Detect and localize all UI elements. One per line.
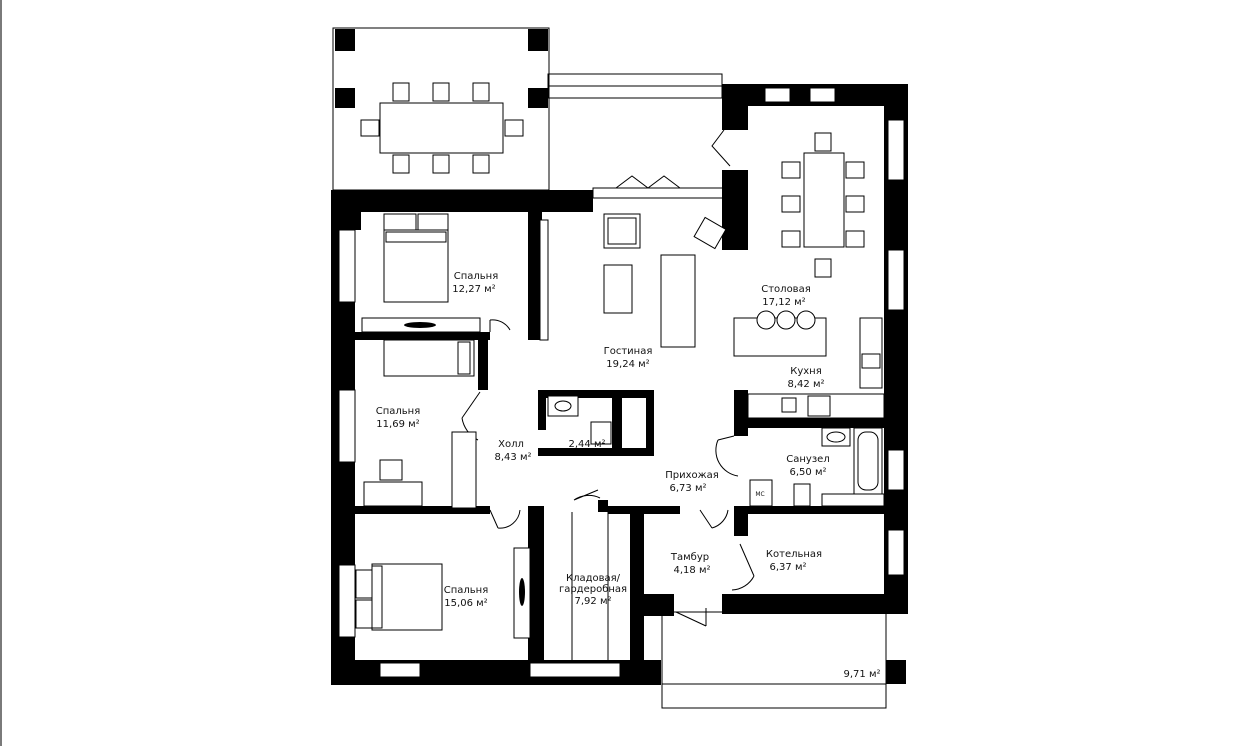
dining-table [803, 152, 845, 248]
room-name-entry: Прихожая [665, 470, 719, 481]
terrace [332, 27, 550, 191]
room-name-vestibule: Тамбур [670, 552, 709, 563]
porch [661, 611, 887, 709]
room-area-boiler: 6,37 м² [769, 562, 806, 573]
room-area-bedroom3: 15,06 м² [444, 598, 487, 609]
room-name-bedroom2: Спальня [376, 406, 421, 417]
room-name-boiler: Котельная [766, 549, 822, 560]
terrace-table [379, 102, 504, 154]
room-name-kitchen: Кухня [790, 366, 822, 377]
chair [379, 459, 403, 481]
room-area-living: 19,24 м² [606, 359, 649, 370]
exterior-walls [331, 84, 908, 685]
room-area-porch: 9,71 м² [843, 669, 880, 680]
room-name-bedroom1: Спальня [454, 271, 499, 282]
toilet [590, 421, 612, 445]
room-area-bedroom1: 12,27 м² [452, 284, 495, 295]
washing-machine [749, 479, 773, 507]
room-area-wc: 2,44 м² [568, 439, 605, 450]
furniture [355, 132, 885, 660]
room-area-bath: 6,50 м² [789, 467, 826, 478]
room-area-entry: 6,73 м² [669, 483, 706, 494]
washbasin [821, 427, 851, 447]
room-area-hall: 8,43 м² [494, 452, 531, 463]
room-name-living: Гостиная [604, 346, 653, 357]
toilet [793, 483, 811, 507]
coffee-table [603, 264, 633, 314]
viewer-left-edge [0, 0, 2, 746]
room-name-dining: Столовая [761, 284, 810, 295]
doors [461, 129, 755, 627]
room-name-storage-line1: Кладовая/ [566, 573, 621, 584]
wardrobe [451, 431, 477, 509]
room-area-kitchen: 8,42 м² [787, 379, 824, 390]
room-name-storage-line2: гардеробная [559, 584, 627, 595]
desk [363, 481, 423, 507]
sofa [660, 254, 696, 348]
room-area-dining: 17,12 м² [762, 297, 805, 308]
room-labels: Спальня 12,27 м² Спальня 11,69 м² Спальн… [376, 271, 881, 680]
appliance-label: МС [755, 491, 764, 498]
armchair [693, 216, 727, 250]
room-area-bedroom2: 11,69 м² [376, 419, 419, 430]
room-area-vestibule: 4,18 м² [673, 565, 710, 576]
washbasin [547, 395, 579, 417]
interior-walls [355, 212, 884, 666]
bathtub [853, 427, 883, 495]
room-area-storage: 7,92 м² [574, 596, 611, 607]
room-name-bath: Санузел [786, 454, 829, 465]
room-name-bedroom3: Спальня [444, 585, 489, 596]
room-name-hall: Холл [498, 439, 524, 450]
